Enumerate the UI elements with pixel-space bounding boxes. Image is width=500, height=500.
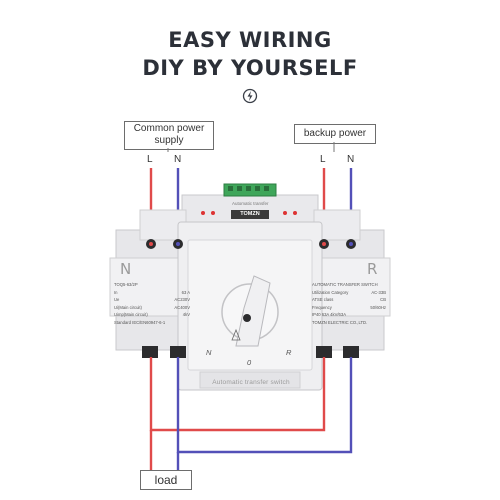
output-wires <box>149 357 353 472</box>
right-neutral-terminal-label: N <box>347 154 355 165</box>
brand-badge: TOMZN <box>231 210 269 219</box>
rotary-selector-knob-icon <box>221 275 279 347</box>
indicator-led-2 <box>211 211 215 215</box>
left-spec-row: Uimp(Main circuit)4kV <box>114 312 190 317</box>
position-zero-marker: 0 <box>247 358 252 367</box>
backup-power-label: backup power <box>294 124 376 144</box>
right-live-top-screw-core <box>322 242 326 246</box>
position-r-marker: R <box>286 348 292 357</box>
terminal-screw-4 <box>255 186 260 191</box>
terminal-screw-1 <box>228 186 233 191</box>
right-spec-plate: AUTOMATIC TRANSFER SWITCH Utilization Ca… <box>312 281 386 326</box>
left-live-terminal-label: L <box>147 154 153 165</box>
headline-line-2: DIY BY YOURSELF <box>142 56 358 80</box>
control-terminal-block <box>223 183 277 197</box>
right-neutral-top-screw-core <box>349 242 353 246</box>
left-live-top-screw-core <box>149 242 153 246</box>
top-micro-label: Automatic transfer <box>232 201 269 206</box>
headline-line-1: EASY WIRING <box>168 28 332 52</box>
indicator-led-3 <box>283 211 287 215</box>
load-label: load <box>140 470 192 490</box>
indicator-led-4 <box>293 211 297 215</box>
right-title-text: AUTOMATIC TRANSFER SWITCH <box>312 282 378 287</box>
indicator-led-1 <box>201 211 205 215</box>
left-neutral-terminal-label: N <box>174 154 182 165</box>
right-neutral-bottom-terminal-icon <box>343 346 359 358</box>
terminal-screw-5 <box>264 186 269 191</box>
right-spec-row: IP40 63A 4kV/63A <box>312 312 346 317</box>
footer-strip <box>199 371 301 389</box>
bolt-logo-icon <box>242 88 258 104</box>
common-power-supply-label: Common power supply <box>124 121 214 150</box>
left-spec-row: Ui(Main circuit)AC400V <box>114 304 190 310</box>
terminal-screw-2 <box>237 186 242 191</box>
left-neutral-top-screw-core <box>176 242 180 246</box>
neutral-bridge-wire <box>176 357 353 454</box>
footer-text: Automatic transfer switch <box>212 379 290 386</box>
left-standard-text: Standard IEC/EN60947-6-1 <box>114 319 166 325</box>
terminal-screw-3 <box>246 186 251 191</box>
left-model-text: TOQ5-63/2P <box>114 282 138 287</box>
right-live-terminal-label: L <box>320 154 326 165</box>
left-neutral-bottom-terminal-icon <box>170 346 186 358</box>
left-side-letter: N <box>120 260 132 278</box>
live-bridge-wire <box>149 357 326 432</box>
right-live-bottom-terminal-icon <box>316 346 332 358</box>
right-side-letter: R <box>367 260 378 278</box>
left-live-bottom-terminal-icon <box>142 346 158 358</box>
position-n-marker: N <box>206 348 212 357</box>
right-maker-text: TOMZN ELECTRIC CO.,LTD. <box>312 319 368 325</box>
